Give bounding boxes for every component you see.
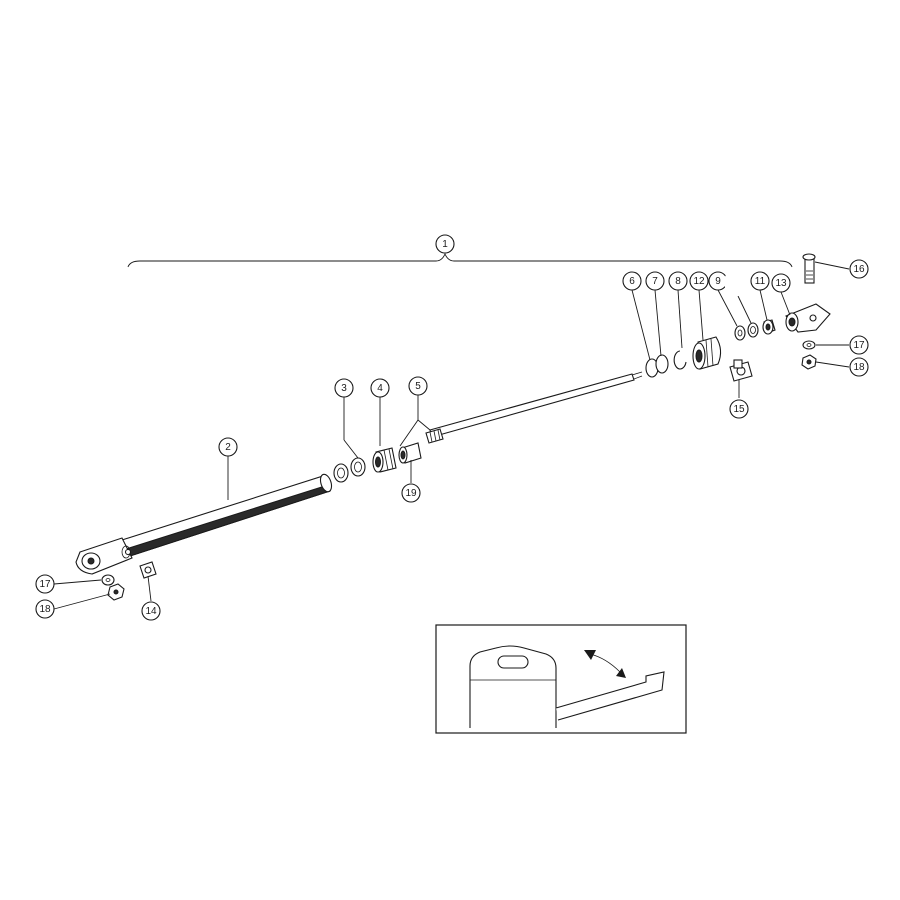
callout-number: 3	[341, 383, 347, 394]
callout-number: 17	[39, 579, 51, 590]
callout-1: 1	[435, 234, 455, 254]
bushing-19	[398, 442, 422, 464]
callout-circle	[689, 271, 709, 291]
piston-4	[372, 447, 397, 473]
callout-17: 17	[35, 574, 55, 594]
callout-6: 6	[622, 271, 642, 291]
callout-18: 18	[35, 599, 55, 619]
callout-number: 18	[853, 362, 865, 373]
callout-number: 4	[377, 383, 383, 394]
callout-circle	[645, 271, 665, 291]
callout-2: 2	[218, 437, 238, 457]
callout-number: 1	[442, 239, 448, 250]
lever-motion-inset	[435, 624, 687, 734]
washer-9	[734, 325, 746, 341]
callout-circle	[218, 437, 238, 457]
callout-number: 9	[715, 276, 721, 287]
callout-number: 14	[145, 606, 157, 617]
piston-rod	[425, 371, 643, 444]
rod-end-12	[692, 336, 722, 370]
nut-11	[762, 319, 776, 335]
callout-5: 5	[408, 376, 428, 396]
callout-number: 17	[853, 340, 865, 351]
callout-14: 14	[141, 601, 161, 621]
callout-number: 18	[39, 604, 51, 615]
callout-circle	[408, 376, 428, 396]
callout-circle	[849, 335, 869, 355]
callout-8: 8	[668, 271, 688, 291]
callout-3: 3	[334, 378, 354, 398]
callout-number: 8	[675, 276, 681, 287]
callout-17: 17	[849, 335, 869, 355]
callout-circle	[622, 271, 642, 291]
fitting-15	[729, 359, 753, 382]
callout-number: 16	[853, 264, 865, 275]
nut-18-left	[107, 583, 125, 601]
motion-arrow	[584, 650, 626, 678]
callout-circle	[724, 268, 752, 296]
callout-number: 15	[733, 404, 745, 415]
leader-lines	[53, 261, 850, 610]
callout-number: 13	[775, 278, 787, 289]
callout-19: 19	[401, 483, 421, 503]
callout-circle	[668, 271, 688, 291]
fitting-14	[139, 561, 157, 579]
cylinder-tube	[75, 473, 333, 575]
snap-ring-8	[673, 350, 687, 370]
callout-number: 10	[730, 274, 747, 291]
callout-11: 11	[750, 271, 770, 291]
callout-number: 5	[415, 381, 421, 392]
clevis-13	[785, 303, 831, 333]
callout-circle	[729, 399, 749, 419]
callout-12: 12	[689, 271, 709, 291]
callout-circle	[141, 601, 161, 621]
callout-number: 6	[629, 276, 635, 287]
callout-circle	[849, 259, 869, 279]
callout-4: 4	[370, 378, 390, 398]
callout-18: 18	[849, 357, 869, 377]
callout-circle	[334, 378, 354, 398]
callout-circle	[849, 357, 869, 377]
callout-number: 2	[225, 442, 231, 453]
washer-17-right	[802, 340, 816, 350]
nut-18-right	[801, 354, 817, 370]
callout-number: 19	[405, 488, 417, 499]
ring-7	[655, 354, 669, 374]
callout-circle	[435, 234, 455, 254]
callout-number: 7	[652, 276, 658, 287]
nut-10	[747, 322, 759, 338]
callout-circle	[750, 271, 770, 291]
washer-17-left	[101, 574, 115, 586]
callout-circle	[370, 378, 390, 398]
callout-7: 7	[645, 271, 665, 291]
callout-circle	[771, 273, 791, 293]
callout-13: 13	[771, 273, 791, 293]
callout-circle	[35, 574, 55, 594]
callout-16: 16	[849, 259, 869, 279]
callout-10: 10	[724, 268, 752, 296]
callout-circle	[35, 599, 55, 619]
assembly-bracket	[127, 252, 793, 268]
callout-number: 11	[755, 276, 766, 287]
callout-circle	[401, 483, 421, 503]
pin-16	[802, 253, 816, 284]
callout-number: 12	[693, 276, 705, 287]
seal-ring-3	[333, 457, 366, 483]
callout-15: 15	[729, 399, 749, 419]
